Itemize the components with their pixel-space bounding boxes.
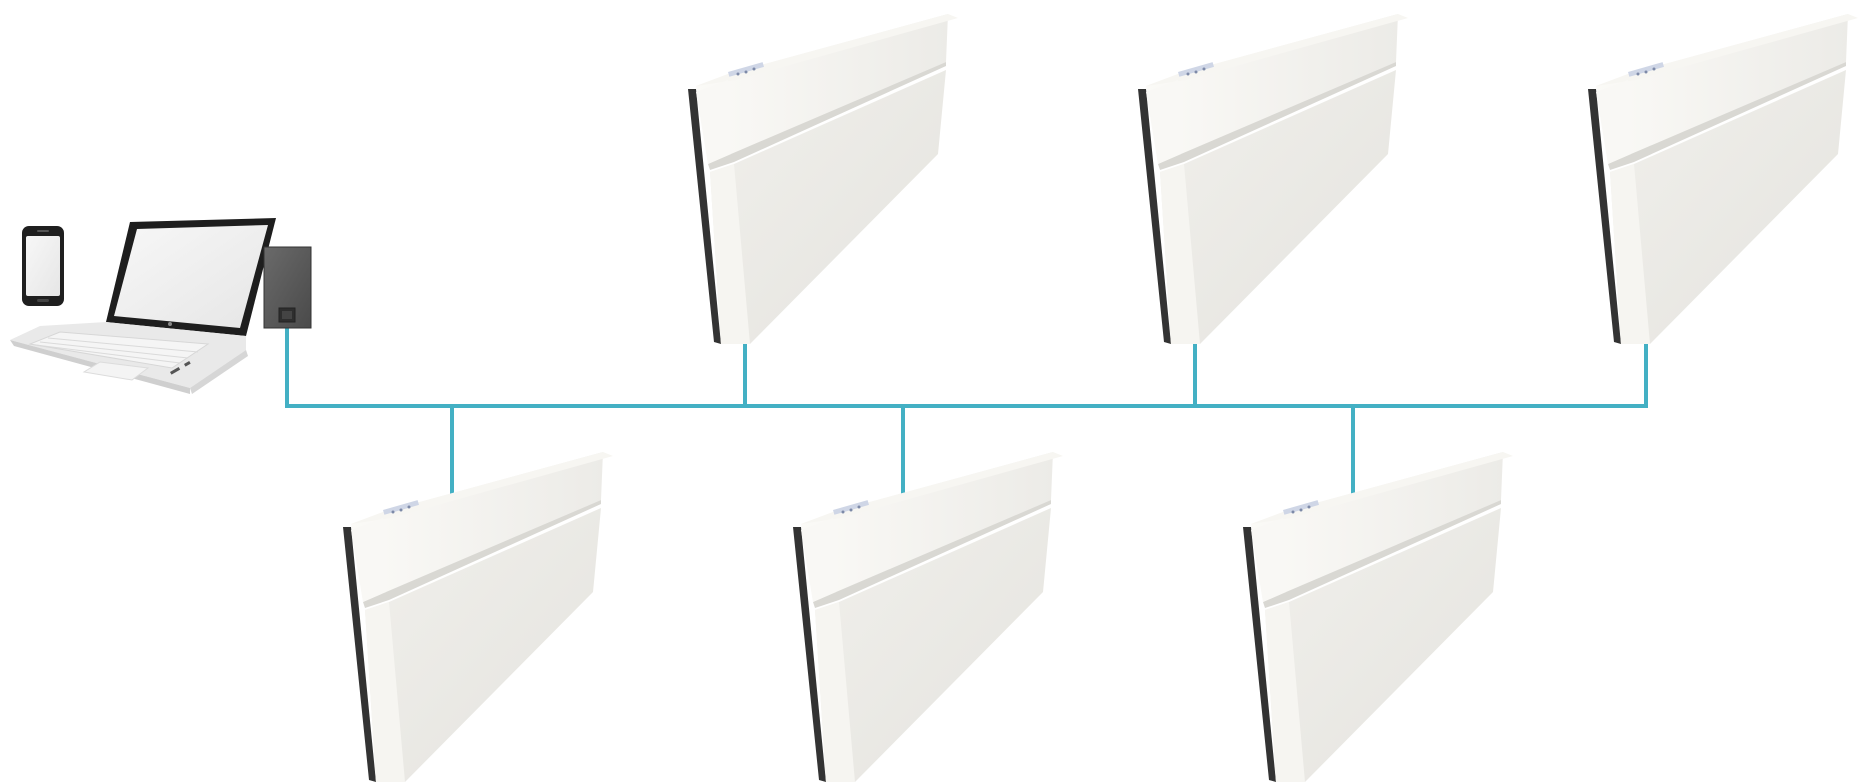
- heater-bottom-1: [343, 452, 613, 782]
- heater-top-1: [688, 14, 958, 344]
- heater-top-2: [1138, 14, 1408, 344]
- cable-network: [285, 314, 1648, 497]
- heater-top-3: [1588, 14, 1858, 344]
- smartphone-icon: [22, 226, 64, 306]
- laptop-icon: [10, 218, 276, 394]
- heater-bottom-3: [1243, 452, 1513, 782]
- heater-bottom-2: [793, 452, 1063, 782]
- gateway-box-icon: [263, 246, 312, 329]
